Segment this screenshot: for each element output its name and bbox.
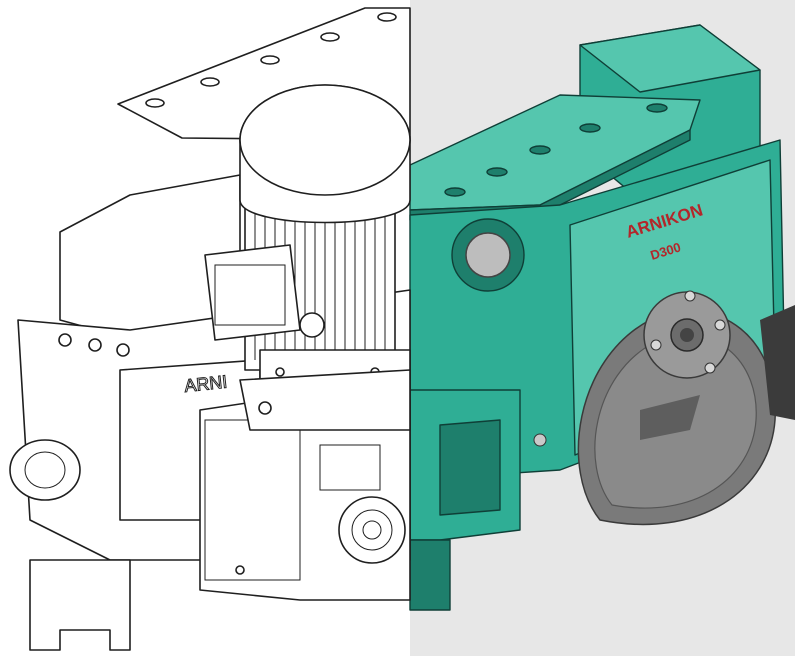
plate-slot [529, 145, 551, 155]
plate-slot [444, 187, 466, 197]
plate-slot [646, 103, 668, 113]
bracket-slot [439, 419, 501, 516]
outline-bolt [116, 343, 130, 357]
gearbox-icon [199, 394, 411, 601]
outline-slot [260, 55, 280, 65]
outline-bore-inner [24, 451, 66, 489]
outline-bore [9, 439, 81, 501]
line-drawing: ARNI [9, 7, 411, 651]
teal-render: ARNIKON D300 [409, 24, 795, 611]
outline-slot [145, 98, 165, 108]
outline-slot [320, 32, 340, 42]
bolt [533, 433, 547, 447]
outline-slot [377, 12, 397, 22]
outline-slot [200, 77, 220, 87]
motor-icon [204, 84, 411, 431]
bracket-leg [409, 539, 451, 611]
plate-slot [486, 167, 508, 177]
outline-bolt [58, 333, 72, 347]
wheel-icon [577, 290, 776, 526]
rear-housing-top [579, 24, 761, 93]
bore-cap [465, 232, 511, 278]
outline-lower-legs [29, 559, 131, 651]
plate-slot [579, 123, 601, 133]
rail-clamp [760, 305, 795, 420]
outline-bolt [88, 338, 102, 352]
